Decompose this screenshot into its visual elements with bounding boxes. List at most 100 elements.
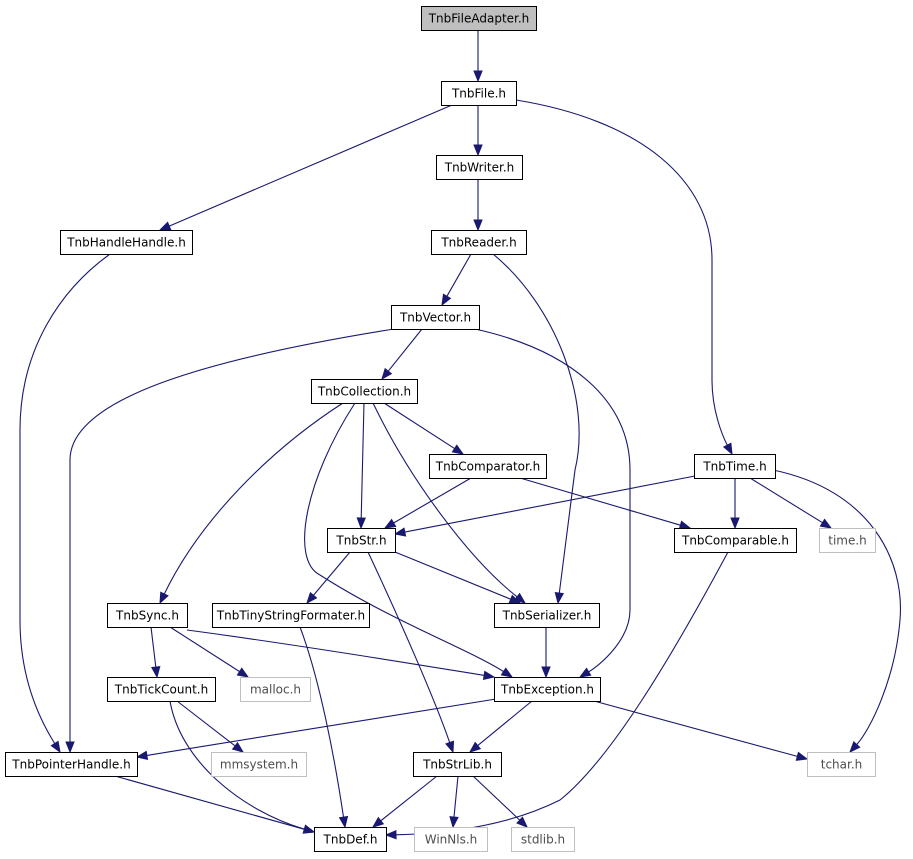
edge-strlib-to-def xyxy=(371,775,438,828)
edge-pointerhandle-to-def xyxy=(114,775,316,834)
edge-arrowhead xyxy=(849,741,861,753)
node-pointerhandle[interactable]: TnbPointerHandle.h xyxy=(5,752,138,777)
edge-arrowhead xyxy=(678,520,692,530)
edge-arrowhead xyxy=(231,741,245,753)
edge-time-to-comparable xyxy=(730,478,740,530)
node-box xyxy=(211,752,307,777)
node-comparable[interactable]: TnbComparable.h xyxy=(674,528,797,553)
edge-arrowhead xyxy=(383,518,397,529)
node-box xyxy=(429,454,547,479)
edge-arrowhead xyxy=(500,667,514,678)
node-stdlib: stdlib.h xyxy=(511,827,575,852)
edge-arrowhead xyxy=(468,741,482,753)
node-sync[interactable]: TnbSync.h xyxy=(107,603,188,628)
node-file[interactable]: TnbFile.h xyxy=(441,81,517,106)
node-label: TnbVector.h xyxy=(399,311,471,325)
node-vector[interactable]: TnbVector.h xyxy=(391,305,480,330)
edge-arrowhead xyxy=(306,591,318,605)
node-serializer[interactable]: TnbSerializer.h xyxy=(494,603,600,628)
edge-handlehandle-to-pointerhandle xyxy=(19,253,111,754)
node-handlehandle[interactable]: TnbHandleHandle.h xyxy=(60,230,193,255)
edge-sync-to-exception xyxy=(186,629,496,680)
edge-file-to-time xyxy=(515,99,733,456)
edge-arrowhead xyxy=(722,442,733,456)
edge-vector-to-pointerhandle xyxy=(65,328,395,754)
node-time_sys: time.h xyxy=(819,528,876,553)
edge-arrowhead xyxy=(135,750,149,761)
edge-arrowhead xyxy=(795,751,809,761)
edge-time-to-time_sys xyxy=(749,477,833,529)
edge-arrowhead xyxy=(356,517,366,530)
edge-line xyxy=(383,402,455,450)
edge-str-to-tinyfmt xyxy=(306,551,351,605)
node-time[interactable]: TnbTime.h xyxy=(694,454,776,479)
edge-line xyxy=(168,104,453,227)
node-label: TnbCollection.h xyxy=(317,385,411,399)
node-box xyxy=(494,603,600,628)
edge-line xyxy=(169,700,305,830)
node-box xyxy=(327,528,396,553)
node-label: TnbSerializer.h xyxy=(502,609,592,623)
edge-tinyfmt-to-def xyxy=(299,626,349,829)
edge-arrowhead xyxy=(451,444,465,455)
edge-exception-to-tchar xyxy=(593,700,809,761)
edge-collection-to-exception xyxy=(304,402,514,678)
node-exception[interactable]: TnbException.h xyxy=(494,677,601,702)
node-box xyxy=(107,677,216,702)
node-label: TnbDef.h xyxy=(323,833,378,847)
node-mmsystem: mmsystem.h xyxy=(211,752,307,777)
node-box xyxy=(5,752,138,777)
edge-arrowhead xyxy=(445,740,455,754)
node-label: TnbStrLib.h xyxy=(422,758,492,772)
node-collection[interactable]: TnbCollection.h xyxy=(311,379,418,404)
node-def[interactable]: TnbDef.h xyxy=(314,827,387,852)
node-tickcount[interactable]: TnbTickCount.h xyxy=(107,677,216,702)
node-box xyxy=(441,81,517,106)
node-label: TnbTinyStringFormater.h xyxy=(216,609,365,623)
edge-reader-to-vector xyxy=(441,253,472,307)
node-tinyfmt[interactable]: TnbTinyStringFormater.h xyxy=(212,603,370,628)
edge-line xyxy=(519,477,681,526)
node-box xyxy=(511,827,575,852)
node-reader[interactable]: TnbReader.h xyxy=(431,230,527,255)
edge-arrowhead xyxy=(50,740,61,754)
edge-vector-to-collection xyxy=(381,328,423,381)
node-label: TnbException.h xyxy=(500,683,594,697)
node-str[interactable]: TnbStr.h xyxy=(327,528,396,553)
node-comparator[interactable]: TnbComparator.h xyxy=(429,454,547,479)
node-label: time.h xyxy=(828,534,867,548)
node-label: TnbTickCount.h xyxy=(114,683,208,697)
edge-str-to-strlib xyxy=(367,551,455,754)
node-label: TnbSync.h xyxy=(115,609,179,623)
edge-comparator-to-str xyxy=(383,477,472,529)
node-box xyxy=(819,528,876,553)
node-writer[interactable]: TnbWriter.h xyxy=(436,155,523,180)
edge-collection-to-str xyxy=(356,402,366,530)
node-label: TnbReader.h xyxy=(440,236,516,250)
edge-arrowhead xyxy=(393,527,407,537)
edge-line xyxy=(446,253,472,297)
edge-line xyxy=(387,328,423,372)
edge-arrowhead xyxy=(449,816,459,829)
edge-collection-to-serializer xyxy=(372,402,527,604)
edge-line xyxy=(367,551,451,743)
node-label: TnbPointerHandle.h xyxy=(11,758,130,772)
node-box xyxy=(240,677,311,702)
edge-line xyxy=(176,700,236,747)
node-box xyxy=(431,230,527,255)
node-box xyxy=(413,752,502,777)
edge-serializer-to-exception xyxy=(541,627,551,679)
edge-writer-to-reader xyxy=(473,179,483,232)
edge-line xyxy=(477,700,533,747)
edge-tickcount-to-mmsystem xyxy=(176,700,245,753)
edge-line xyxy=(360,402,365,519)
node-strlib[interactable]: TnbStrLib.h xyxy=(413,752,502,777)
edge-strlib-to-winnls xyxy=(449,775,459,829)
node-label: TnbComparator.h xyxy=(435,460,541,474)
node-box xyxy=(107,603,188,628)
node-fileadapter[interactable]: TnbFileAdapter.h xyxy=(421,6,537,31)
edge-collection-to-sync xyxy=(159,402,344,605)
edge-line xyxy=(474,328,631,673)
edge-time-to-tchar xyxy=(772,469,902,753)
